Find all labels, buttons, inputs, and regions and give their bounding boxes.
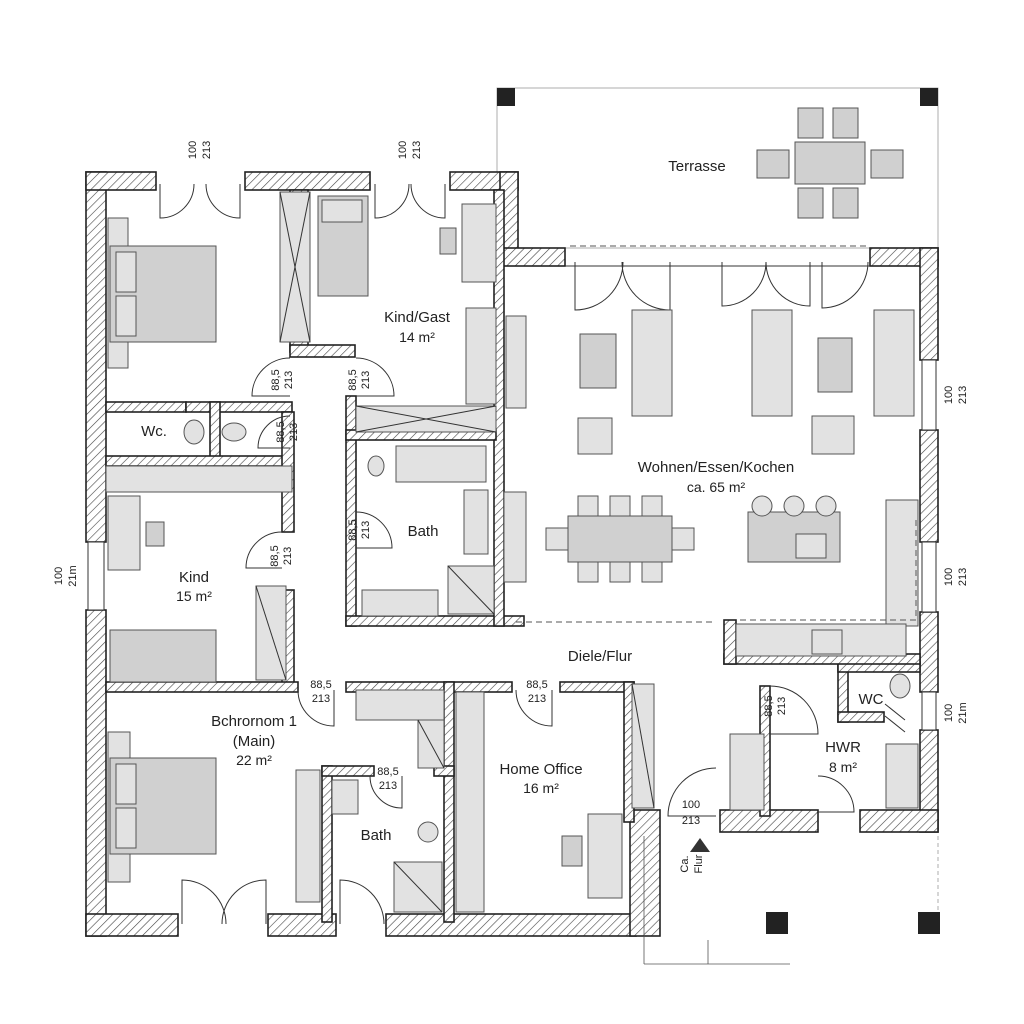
- entrance-canopy: [643, 836, 940, 965]
- room-master-label1: Bchrornom 1: [211, 713, 297, 730]
- room-living-area: ca. 65 m²: [687, 479, 746, 495]
- svg-text:213: 213: [957, 568, 969, 586]
- room-kind-gast-label: Kind/Gast: [384, 309, 451, 326]
- svg-text:88,5: 88,5: [526, 679, 547, 691]
- entrance-label-2: Flur: [693, 854, 705, 873]
- svg-text:213: 213: [360, 521, 372, 539]
- svg-text:88,5: 88,5: [763, 695, 775, 716]
- dim-door-kind: 88,5 213: [269, 545, 294, 566]
- dim-door-kind-gast: 88,5 213: [347, 369, 372, 390]
- svg-text:88,5: 88,5: [269, 545, 281, 566]
- dim-right-1: 100 213: [943, 386, 969, 404]
- svg-text:21m: 21m: [957, 702, 969, 723]
- room-wc-top: Wc.: [141, 423, 167, 440]
- svg-text:100: 100: [943, 568, 955, 586]
- windows: [87, 359, 937, 731]
- dim-door-office: 88,5 213: [526, 679, 547, 705]
- dim-front-door: 100 213: [682, 799, 700, 827]
- room-diele: Diele/Flur: [568, 648, 632, 665]
- terrace: [496, 87, 939, 249]
- svg-text:100: 100: [943, 386, 955, 404]
- svg-text:213: 213: [379, 780, 397, 792]
- svg-text:88,5: 88,5: [377, 766, 398, 778]
- svg-text:88,5: 88,5: [275, 421, 287, 442]
- dim-right-2: 100 213: [943, 568, 969, 586]
- svg-text:88,5: 88,5: [270, 369, 282, 390]
- svg-text:213: 213: [776, 697, 788, 715]
- svg-text:21m: 21m: [67, 565, 79, 586]
- svg-text:213: 213: [201, 141, 213, 159]
- svg-text:213: 213: [528, 693, 546, 705]
- svg-text:100: 100: [943, 704, 955, 722]
- room-kind-area: 15 m²: [176, 588, 212, 604]
- terrace-table: [756, 107, 904, 219]
- svg-text:213: 213: [360, 371, 372, 389]
- room-home-office-area: 16 m²: [523, 780, 559, 796]
- svg-text:213: 213: [283, 371, 295, 389]
- room-master-label2: (Main): [233, 733, 276, 750]
- dimension-labels: 100 213 100 213 100 21m 100 213 100 213 …: [53, 141, 969, 827]
- svg-text:213: 213: [282, 547, 294, 565]
- dim-door-hwr: 88,5 213: [763, 695, 788, 716]
- dim-door-wc: 88,5 213: [275, 421, 300, 442]
- room-hwr-label: HWR: [825, 739, 861, 756]
- svg-text:88,5: 88,5: [347, 519, 359, 540]
- furniture: [105, 191, 919, 913]
- svg-text:213: 213: [288, 423, 300, 441]
- room-kind-label: Kind: [179, 569, 209, 586]
- room-bath-bottom: Bath: [361, 827, 392, 844]
- room-hwr-area: 8 m²: [829, 759, 857, 775]
- svg-text:100: 100: [187, 141, 199, 159]
- room-home-office-label: Home Office: [499, 761, 582, 778]
- svg-text:213: 213: [957, 386, 969, 404]
- svg-text:100: 100: [682, 799, 700, 811]
- room-living-label: Wohnen/Essen/Kochen: [638, 459, 795, 476]
- svg-text:213: 213: [411, 141, 423, 159]
- entrance-label-1: Ca.: [679, 855, 691, 872]
- room-bath-top: Bath: [408, 523, 439, 540]
- room-wc-right: WC: [859, 691, 884, 708]
- dim-right-3: 100 21m: [943, 702, 969, 723]
- room-master-area: 22 m²: [236, 752, 272, 768]
- svg-text:88,5: 88,5: [310, 679, 331, 691]
- room-labels: Terrasse Kind/Gast 14 m² Wohnen/Essen/Ko…: [141, 158, 884, 873]
- walls: [85, 171, 939, 937]
- dim-door-bath: 88,5 213: [347, 519, 372, 540]
- dim-door-master: 88,5 213: [310, 679, 331, 705]
- svg-text:213: 213: [312, 693, 330, 705]
- room-terrasse: Terrasse: [668, 158, 726, 175]
- dim-left: 100 21m: [53, 565, 79, 586]
- svg-text:213: 213: [682, 815, 700, 827]
- room-kind-gast-area: 14 m²: [399, 329, 435, 345]
- svg-text:100: 100: [53, 567, 65, 585]
- svg-text:100: 100: [397, 141, 409, 159]
- doors: [159, 183, 906, 925]
- svg-text:88,5: 88,5: [347, 369, 359, 390]
- entrance-arrow-icon: [690, 838, 710, 852]
- dim-top-1: 100 213: [187, 141, 213, 159]
- dim-door-bed1: 88,5 213: [270, 369, 295, 390]
- dim-top-2: 100 213: [397, 141, 423, 159]
- dim-door-bath2: 88,5 213: [377, 766, 398, 792]
